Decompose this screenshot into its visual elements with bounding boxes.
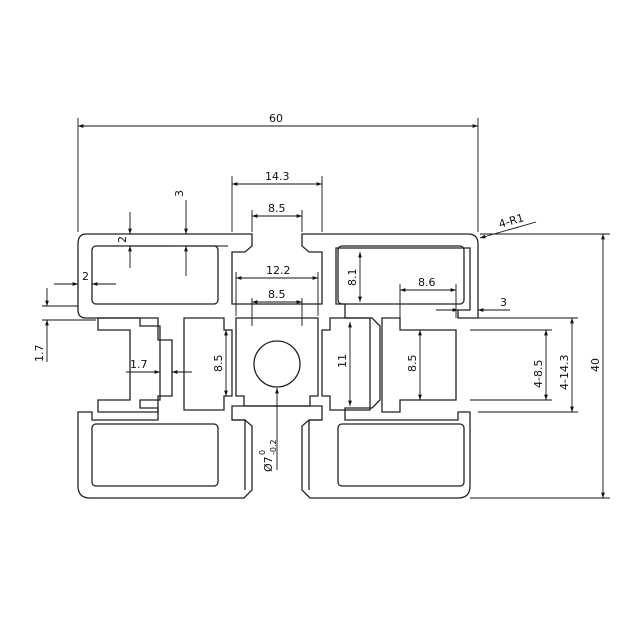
cavity-bottom-left [91,423,219,487]
dim-wall-top: 3 [173,190,228,276]
dim-wall-left-label: 2 [116,236,129,243]
dim-bore-label: Ø7 [262,456,275,472]
dim-bore: Ø7 0 -0.2 [258,388,279,472]
dim-bore-tol-lower: -0.2 [269,439,278,455]
dim-right-slot-outer-label: 4-14.3 [558,355,571,390]
dim-width-label: 60 [269,112,283,125]
dim-wall-top-label: 3 [173,190,186,197]
dim-top-slot-outer: 14.3 [231,170,323,232]
center-stem [232,419,322,490]
cavity-bottom-right [337,423,465,487]
dim-right-slot-outer: 4-14.3 [478,317,578,413]
dim-slot-depth-right-label: 8.6 [418,276,436,289]
dim-lip-right-label: 3 [500,296,507,309]
dim-inner-right-height: 8.1 [346,252,362,302]
dim-right-slot-inner: 4-8.5 [470,329,552,401]
dim-center-width-label: 12.2 [266,264,291,277]
dim-width: 60 [77,112,479,232]
dim-slot-height-left: 8.5 [212,330,228,396]
cavity-top-left [91,245,219,305]
dim-notch-left-label: 1.7 [130,358,148,371]
dim-notch-left: 1.7 [126,358,192,374]
dim-slot-depth-right: 8.6 [399,276,457,318]
dim-center-slot: 8.5 [251,288,303,326]
dim-wall-left: 2 [116,212,170,268]
dim-right-slot-inner-label: 4-8.5 [532,360,545,388]
dim-center-height: 11 [336,322,352,406]
chamber-left [183,317,233,411]
slot-right [381,317,457,413]
slot-left [97,317,173,413]
dim-top-slot-outer-label: 14.3 [265,170,290,183]
chamber-right [321,317,371,411]
center-bore [253,340,301,388]
dim-radius-label: 4-R1 [497,211,525,231]
dim-top-slot-inner-label: 8.5 [268,202,286,215]
dim-height-label: 40 [589,358,602,372]
dim-center-slot-label: 8.5 [268,288,286,301]
dim-inner-right-height-label: 8.1 [346,269,359,287]
dim-center-height-label: 11 [336,354,349,368]
center-area [235,317,319,407]
dim-lip-left: 1.7 [33,288,96,362]
dim-wall-side-label: 2 [82,270,89,283]
dim-lip-right: 3 [436,296,510,318]
dim-center-width: 12.2 [235,264,319,316]
dim-wall-side: 2 [54,270,116,286]
dim-slot-height-right: 8.5 [406,330,422,400]
dim-bore-tol-upper: 0 [258,450,267,455]
dim-slot-height-right-label: 8.5 [406,355,419,373]
dim-height: 40 [470,233,610,499]
profile-outline [77,233,479,499]
cavity-top-right [337,245,465,305]
dim-top-slot-inner: 8.5 [251,202,303,232]
dim-lip-left-label: 1.7 [33,345,46,363]
dim-slot-height-left-label: 8.5 [212,355,225,373]
